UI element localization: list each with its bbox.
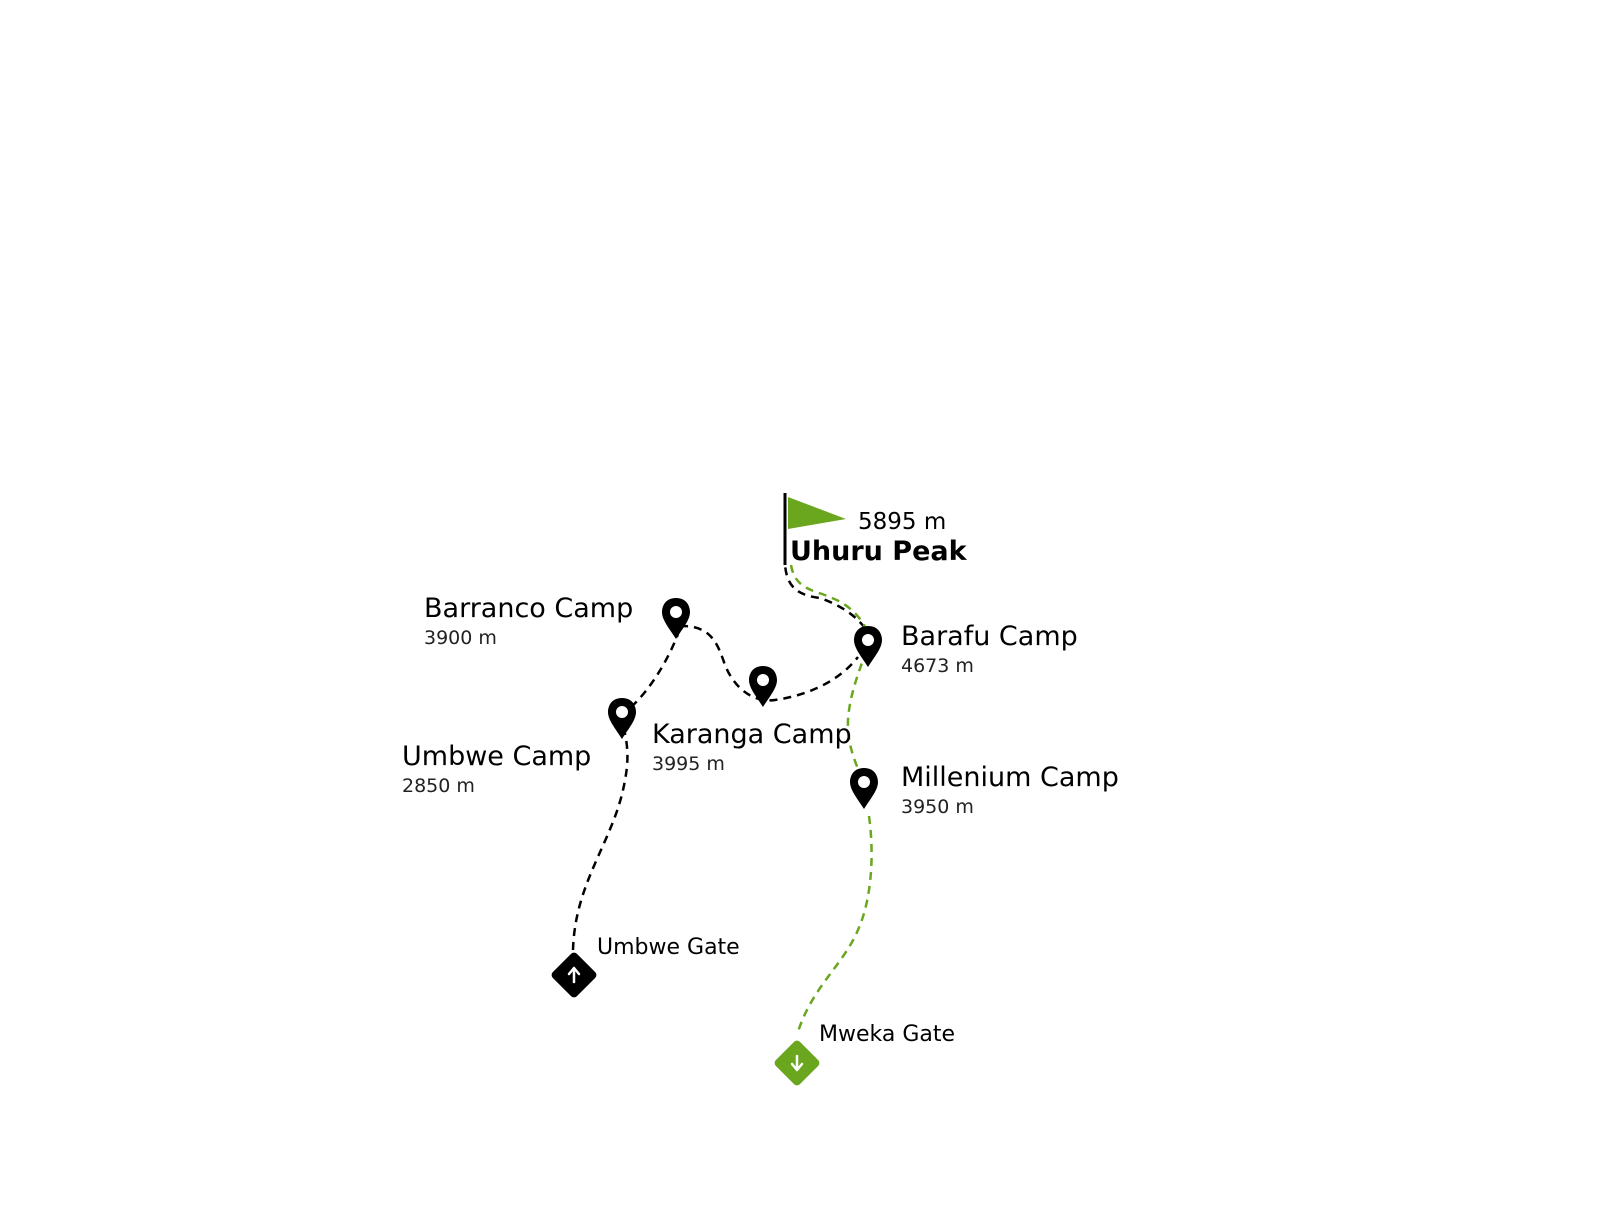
- millenium-camp-pin-icon[interactable]: [850, 768, 878, 809]
- karanga-camp-name: Karanga Camp: [652, 719, 852, 750]
- arrow-up-icon: [567, 966, 581, 984]
- millenium-camp-name: Millenium Camp: [901, 762, 1119, 793]
- umbwe-camp-elevation: 2850 m: [402, 775, 475, 797]
- flag-icon: [783, 493, 846, 565]
- barranco-camp-name: Barranco Camp: [424, 593, 634, 624]
- summit-elevation: 5895 m: [858, 509, 947, 535]
- mweka-gate-marker[interactable]: [773, 1039, 821, 1087]
- barafu-camp-pin-icon[interactable]: [854, 626, 882, 667]
- millenium-camp-elevation: 3950 m: [901, 796, 974, 818]
- barranco-camp-elevation: 3900 m: [424, 627, 497, 649]
- umbwe-gate-marker[interactable]: [550, 951, 598, 999]
- umbwe-camp-pin-icon[interactable]: [608, 698, 636, 739]
- arrow-down-icon: [790, 1054, 804, 1072]
- summit-name: Uhuru Peak: [790, 536, 967, 567]
- umbwe-gate-label: Umbwe Gate: [597, 935, 740, 960]
- barranco-camp-pin-icon[interactable]: [662, 598, 690, 639]
- umbwe-camp-name: Umbwe Camp: [402, 741, 592, 772]
- barafu-camp-elevation: 4673 m: [901, 655, 974, 677]
- karanga-camp-elevation: 3995 m: [652, 753, 725, 775]
- ascent-route-line: [571, 564, 866, 951]
- mweka-gate-label: Mweka Gate: [819, 1022, 956, 1047]
- barafu-camp-name: Barafu Camp: [901, 621, 1078, 652]
